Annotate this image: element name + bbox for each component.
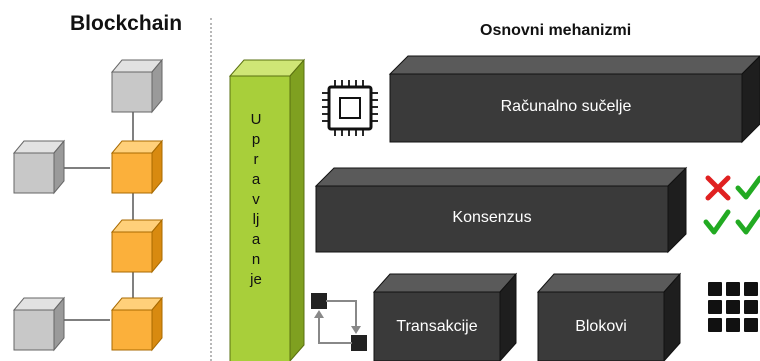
governance-letter: r [253, 151, 259, 168]
cpu-chip-icon [322, 80, 378, 136]
gray-cube-left-bottom [12, 296, 66, 352]
governance-letter: a [251, 171, 261, 188]
transactions-box [372, 272, 518, 361]
orange-cube-1 [110, 139, 164, 195]
governance-letter: U [250, 111, 262, 128]
gray-cube-left-middle [12, 139, 66, 195]
blocks-label: Blokovi [575, 318, 627, 335]
governance-letter: p [251, 131, 261, 148]
interface-box [388, 55, 760, 144]
governance-label: U p r a v lj a n je [236, 110, 276, 290]
orange-cube-3 [110, 296, 164, 352]
mechanisms-title: Osnovni mehanizmi [480, 22, 632, 39]
governance-letter: v [252, 191, 260, 208]
governance-letter: je [250, 271, 262, 288]
governance-bar [228, 58, 306, 361]
orange-cube-2 [110, 218, 164, 274]
consensus-label: Konsenzus [452, 209, 532, 226]
check-cross-icon [703, 175, 760, 235]
blockchain-title: Blockchain [70, 12, 183, 35]
cycle-arrow-icon [311, 293, 367, 351]
governance-letter: a [251, 231, 261, 248]
governance-letter: n [251, 251, 261, 268]
interface-label: Računalno sučelje [500, 98, 632, 115]
blocks-box [536, 272, 682, 361]
grid-icon [708, 282, 758, 332]
section-divider [210, 18, 212, 361]
governance-letter: lj [252, 211, 260, 228]
consensus-box [314, 166, 688, 254]
gray-cube-top [110, 58, 164, 114]
transactions-label: Transakcije [396, 318, 478, 335]
